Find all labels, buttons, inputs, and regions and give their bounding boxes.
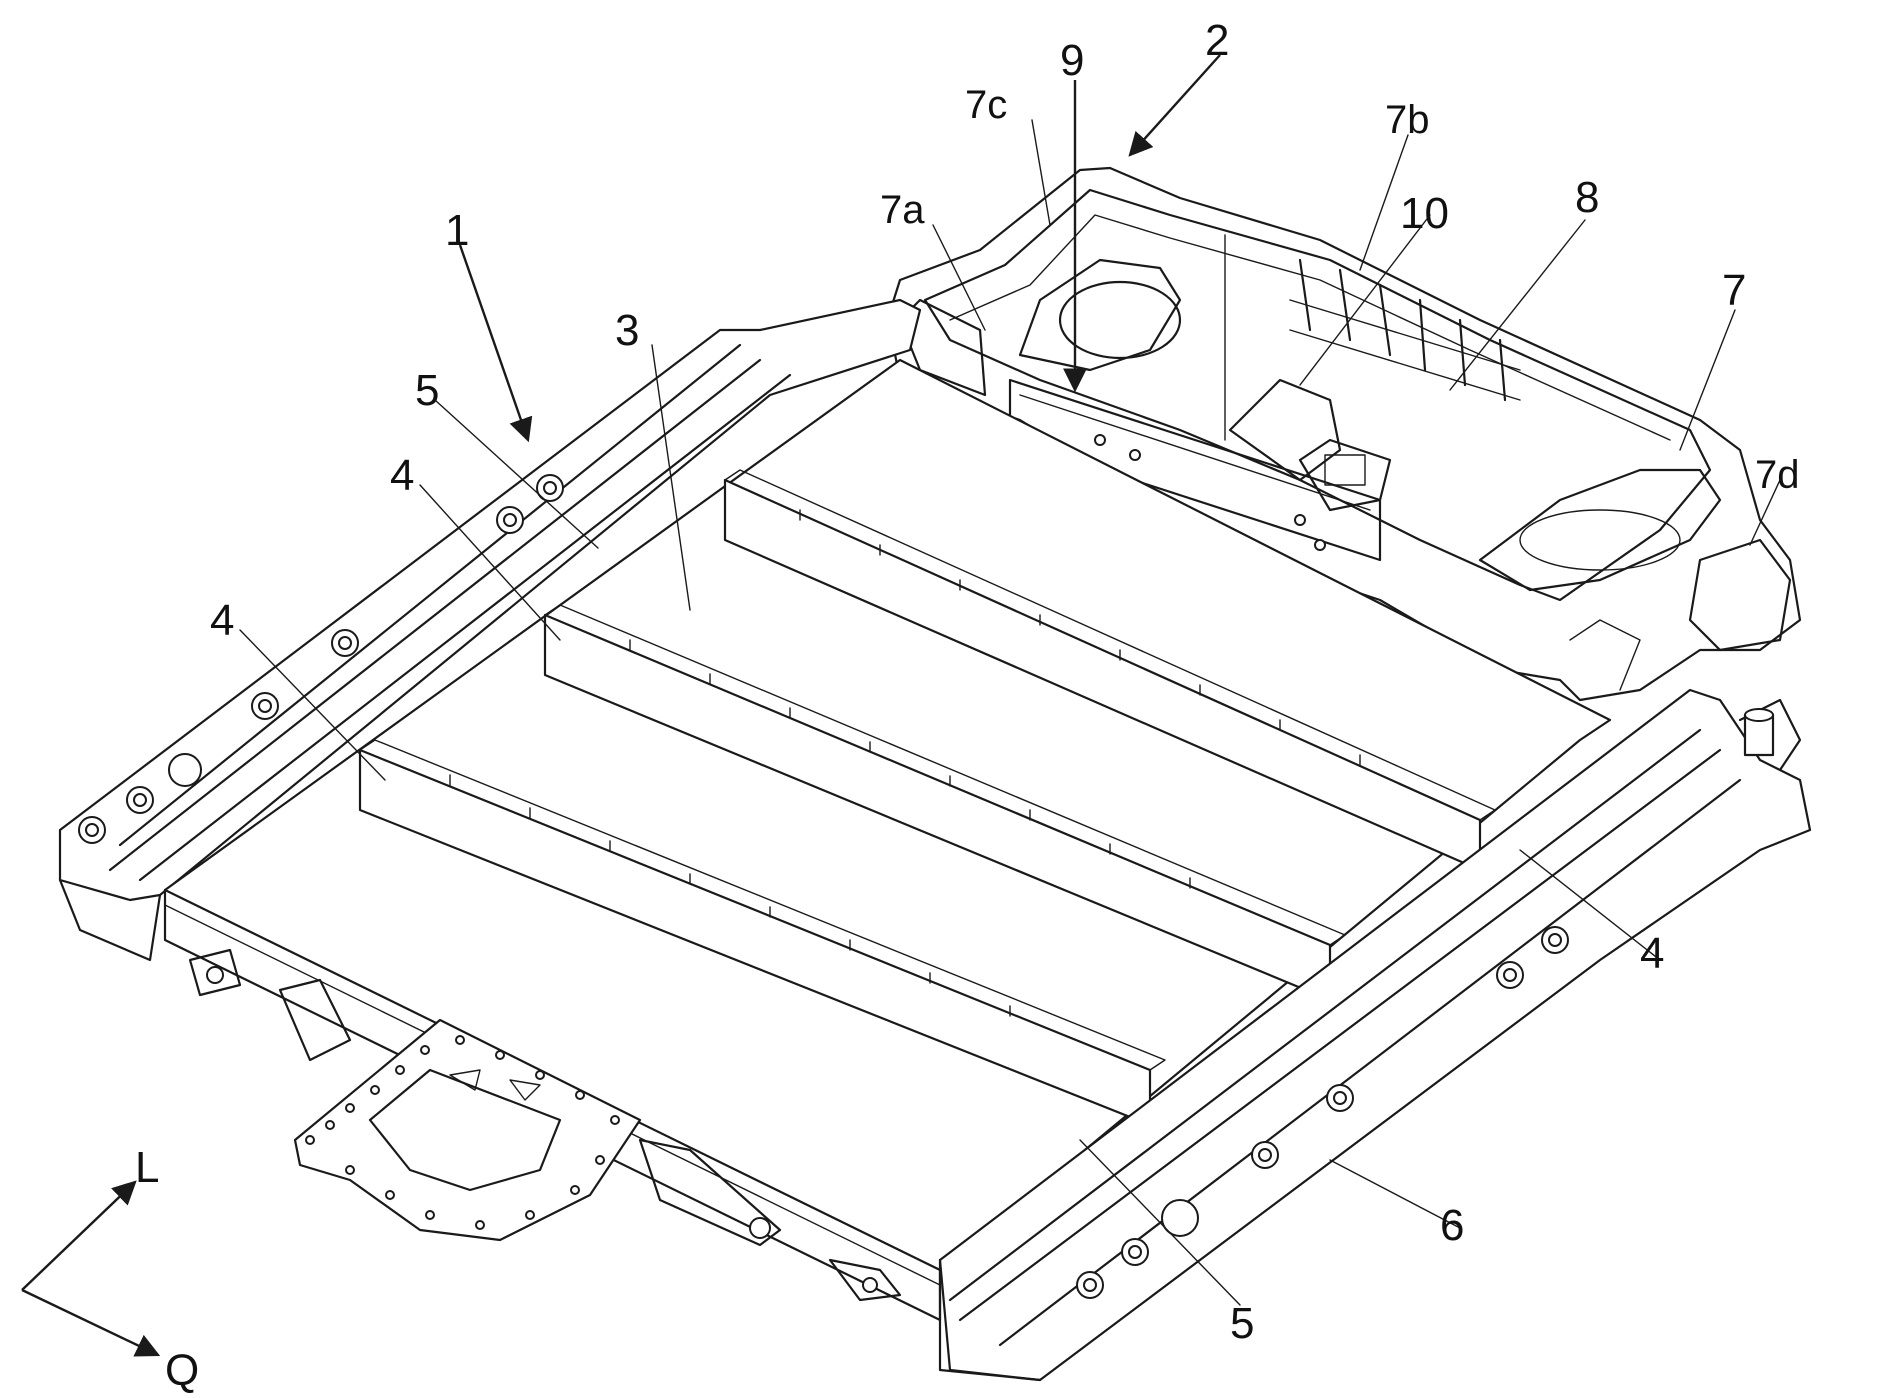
label-7a: 7a: [880, 188, 925, 232]
label-10: 10: [1400, 189, 1449, 238]
label-7b: 7b: [1385, 98, 1430, 142]
label-6: 6: [1440, 1201, 1464, 1250]
label-7: 7: [1722, 266, 1746, 315]
label-7d: 7d: [1755, 453, 1800, 497]
label-9: 9: [1060, 36, 1084, 85]
label-1: 1: [445, 206, 469, 255]
label-5-lower: 5: [1230, 1299, 1254, 1348]
label-4-left: 4: [210, 596, 234, 645]
label-3: 3: [615, 306, 639, 355]
label-5-upper: 5: [415, 366, 439, 415]
direction-indicator: L Q: [22, 1143, 199, 1395]
axis-label-l: L: [135, 1143, 159, 1192]
label-8: 8: [1575, 173, 1599, 222]
label-7c: 7c: [965, 83, 1007, 127]
label-4-right: 4: [1640, 929, 1664, 978]
axis-label-q: Q: [165, 1346, 199, 1395]
label-2: 2: [1205, 16, 1229, 65]
label-4-upper-left: 4: [390, 451, 414, 500]
